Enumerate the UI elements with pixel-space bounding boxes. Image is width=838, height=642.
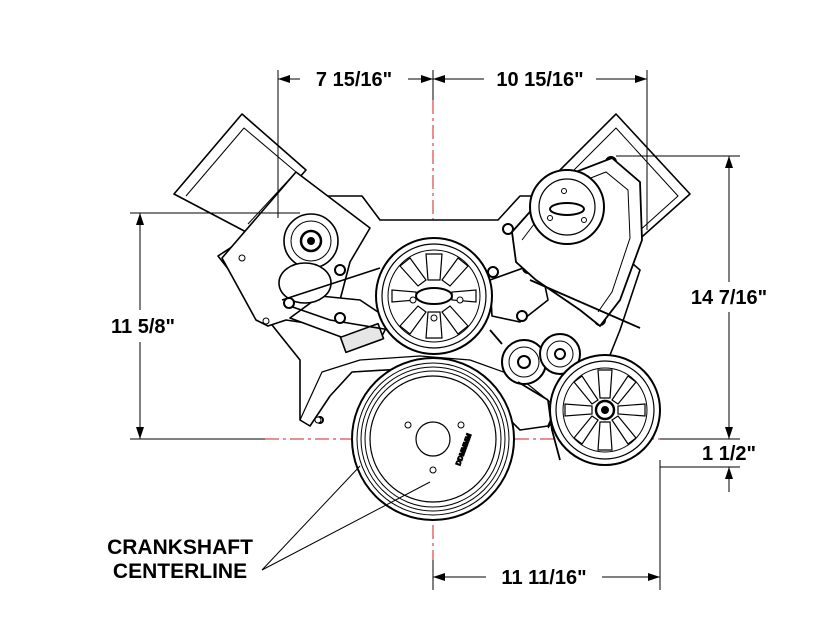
bolt	[283, 297, 295, 309]
arrowhead	[725, 467, 733, 479]
hole-group	[238, 254, 322, 424]
water-pump-pulley	[375, 237, 493, 355]
crank-pulley-hole	[457, 421, 465, 429]
alternator-screw	[561, 188, 567, 194]
belt-span	[517, 381, 549, 401]
water-pump-hole	[456, 296, 464, 304]
arrowhead	[725, 427, 733, 439]
hole	[314, 416, 322, 424]
arrowhead	[433, 75, 445, 83]
water-pump-hub	[415, 287, 453, 305]
belt-span	[547, 399, 561, 461]
belt-left-lower	[283, 303, 391, 331]
bracket-slot	[339, 322, 385, 354]
bolt	[502, 223, 514, 235]
dimension-right-half-width: 10 15/16"	[496, 69, 583, 91]
dimension-bottom-width: 11 11/16"	[501, 567, 586, 589]
bolt	[334, 264, 346, 276]
crank-pulley-face	[369, 375, 497, 503]
left-idler-assembly	[278, 213, 391, 331]
arrowhead	[136, 427, 144, 439]
crank-pulley-groove-3	[364, 370, 502, 508]
ps-spokes	[564, 369, 646, 451]
ps-bolt	[601, 406, 609, 414]
arrowhead	[278, 75, 290, 83]
belt-span	[529, 279, 641, 329]
callout-line-2: CENTERLINE	[113, 560, 247, 583]
arrowhead	[648, 573, 660, 581]
callout-line-1: CRANKSHAFT	[107, 536, 253, 559]
power-steering-pulley	[549, 354, 661, 466]
crank-pulley-hole	[404, 421, 412, 429]
left-upper-idler-groove	[290, 220, 332, 262]
arrowhead	[421, 75, 433, 83]
belt-span	[489, 329, 503, 345]
dimension-right-height: 14 7/16"	[691, 287, 767, 309]
bolt	[334, 312, 346, 324]
bolt	[516, 310, 528, 322]
left-valve-cover-inner	[185, 127, 297, 225]
arrowhead	[433, 573, 445, 581]
dimension-left-height: 11 5/8"	[111, 316, 175, 338]
left-lower-idler	[278, 262, 332, 304]
crank-pulley-groove-2	[360, 366, 506, 512]
dimension-small-offset: 1 1/2"	[702, 443, 756, 465]
water-pump-hole	[409, 296, 417, 304]
bolt	[487, 266, 499, 278]
arrowheads	[136, 75, 733, 581]
leader-line	[261, 465, 361, 571]
alternator-screw	[547, 215, 553, 221]
left-upper-idler-bolt	[307, 237, 315, 245]
crankshaft-callout: CRANKSHAFT CENTERLINE	[107, 465, 431, 583]
crank-pulley-groove-1	[356, 362, 510, 516]
crank-pulley-bore	[415, 421, 451, 457]
idler-small-left-hub	[517, 355, 531, 369]
alternator-screw	[581, 217, 587, 223]
arrowhead	[635, 75, 647, 83]
leader-line	[261, 481, 431, 571]
water-pump-inner	[387, 249, 481, 343]
arrowhead	[136, 213, 144, 225]
hole	[238, 254, 246, 262]
alternator	[511, 156, 643, 328]
dimension-left-half-width: 7 15/16"	[316, 69, 392, 91]
arrowhead	[725, 156, 733, 168]
right-idlers	[501, 333, 581, 385]
serpentine-belt	[489, 279, 641, 461]
water-pump-hole	[430, 314, 438, 322]
idler-small-right-hub	[554, 348, 566, 360]
crank-pulley-hole	[429, 466, 437, 474]
ps-inner	[562, 367, 648, 453]
crankshaft-pulley: DDMMMM	[351, 357, 515, 521]
belt-left-span	[281, 267, 381, 301]
hole	[262, 317, 270, 325]
alternator-logo	[549, 202, 585, 216]
